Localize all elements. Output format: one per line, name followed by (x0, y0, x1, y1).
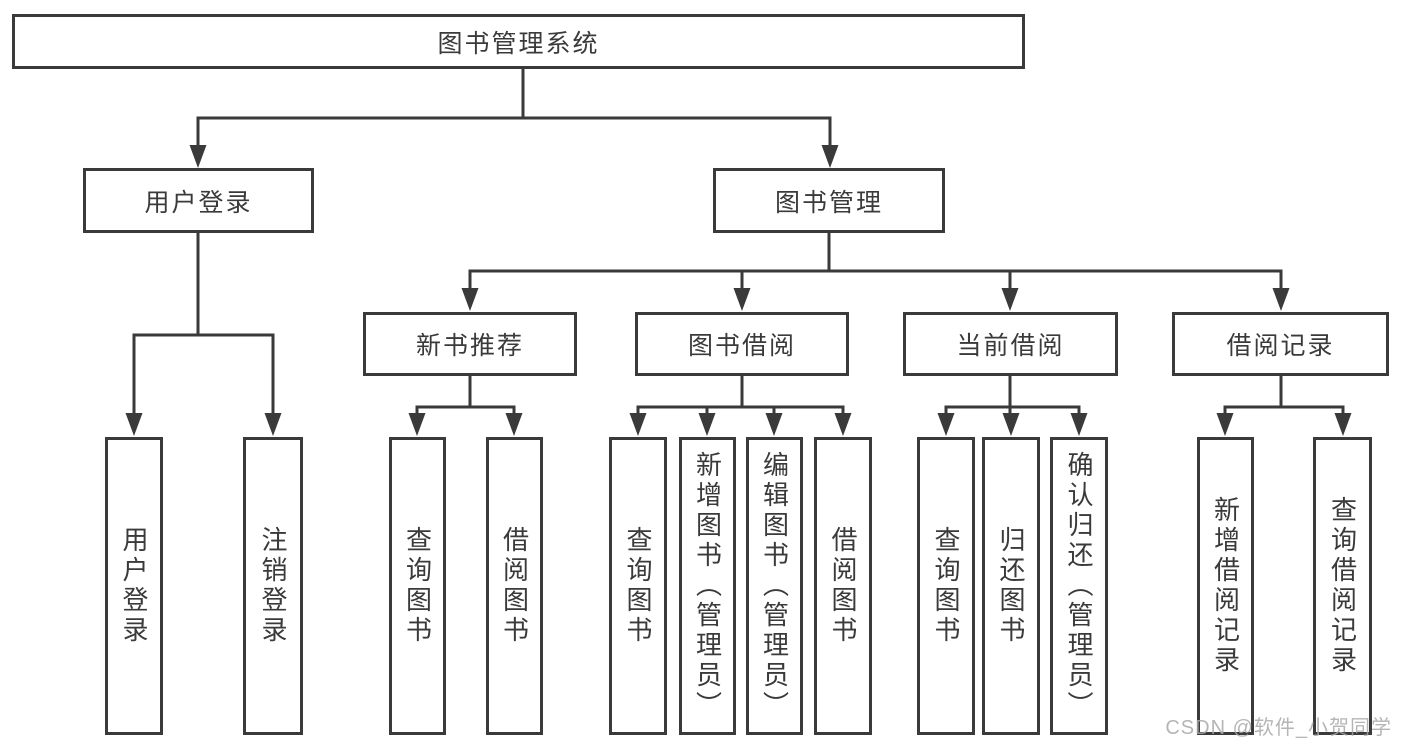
leaf-add-borrow-record: 新增借阅记录 (1197, 437, 1254, 735)
leaf-borrow-books-1-label: 借阅图书 (499, 526, 530, 646)
leaf-add-borrow-record-label: 新增借阅记录 (1210, 496, 1241, 676)
leaf-return-books-label: 归还图书 (996, 526, 1026, 646)
leaf-query-books-1-label: 查询图书 (402, 526, 433, 646)
leaf-logout-login: 注销登录 (243, 437, 303, 735)
leaf-query-books-2-label: 查询图书 (623, 526, 653, 646)
leaf-query-borrow-record-label: 查询借阅记录 (1327, 496, 1358, 676)
leaf-add-books-admin: 新增图书（管理员） (679, 437, 736, 735)
leaf-borrow-books-2-label: 借阅图书 (828, 526, 858, 646)
watermark: CSDN @软件_小贺同学 (1165, 717, 1392, 739)
leaf-confirm-return-admin-label: 确认归还（管理员） (1064, 451, 1094, 721)
leaf-confirm-return-admin: 确认归还（管理员） (1050, 437, 1108, 735)
leaf-return-books: 归还图书 (982, 437, 1040, 735)
leaf-query-borrow-record: 查询借阅记录 (1313, 437, 1372, 735)
leaf-user-login-label: 用户登录 (119, 526, 149, 646)
leaf-add-books-admin-label: 新增图书（管理员） (692, 451, 723, 721)
leaf-edit-books-admin-label: 编辑图书（管理员） (759, 451, 790, 721)
node-book-management: 图书管理 (713, 168, 945, 233)
node-borrow-records: 借阅记录 (1172, 312, 1389, 376)
node-current-borrow: 当前借阅 (903, 312, 1118, 376)
node-user-login: 用户登录 (83, 168, 314, 233)
node-new-book-recommend: 新书推荐 (363, 312, 577, 376)
leaf-query-books-3: 查询图书 (917, 437, 975, 735)
leaf-query-books-3-label: 查询图书 (931, 526, 961, 646)
leaf-user-login: 用户登录 (105, 437, 163, 735)
leaf-edit-books-admin: 编辑图书（管理员） (746, 437, 803, 735)
leaf-query-books-2: 查询图书 (609, 437, 667, 735)
node-book-borrow: 图书借阅 (635, 312, 849, 376)
leaf-borrow-books-1: 借阅图书 (486, 437, 543, 735)
leaf-query-books-1: 查询图书 (389, 437, 446, 735)
leaf-logout-login-label: 注销登录 (258, 526, 288, 646)
leaf-borrow-books-2: 借阅图书 (814, 437, 872, 735)
node-root: 图书管理系统 (12, 14, 1025, 69)
